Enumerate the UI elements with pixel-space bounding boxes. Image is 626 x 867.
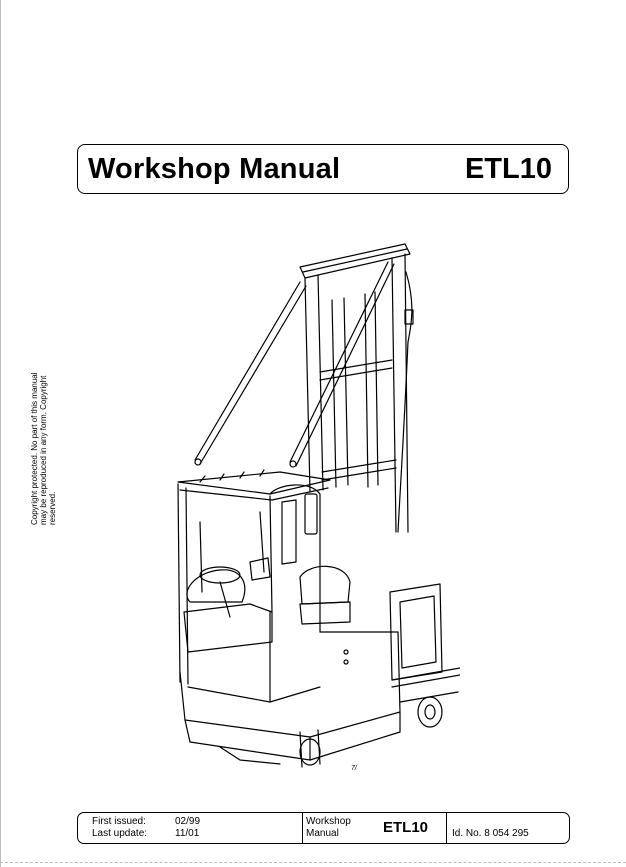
manual-type-line-2: Manual <box>306 828 339 839</box>
footer-divider-1 <box>302 813 303 843</box>
footer-box: First issued: 02/99 Last update: 11/01 W… <box>77 812 570 844</box>
copyright-line-1: Copyright protected. No part of this man… <box>30 372 39 525</box>
copyright-line-2: may be reproduced in any form. Copyright <box>39 375 48 525</box>
figure-number: 7/ <box>351 765 357 772</box>
title-box: Workshop Manual ETL10 <box>77 144 569 194</box>
last-update-label: Last update: <box>92 828 148 839</box>
manual-type-line-1: Workshop <box>306 816 351 827</box>
copyright-line-3: reserved. <box>48 491 57 525</box>
last-update-value: 11/01 <box>175 828 200 839</box>
page-bottom-edge <box>0 862 626 863</box>
first-issued-label: First issued: <box>92 816 146 827</box>
id-number: Id. No. 8 054 295 <box>452 828 529 839</box>
model-title: ETL10 <box>464 153 552 185</box>
document-title: Workshop Manual <box>88 153 341 185</box>
footer-divider-2 <box>446 813 447 843</box>
forklift-illustration <box>177 243 460 768</box>
page-edge <box>0 0 1 867</box>
footer-model: ETL10 <box>383 819 429 836</box>
copyright-notice: Copyright protected. No part of this man… <box>30 355 57 525</box>
first-issued-value: 02/99 <box>175 816 201 827</box>
